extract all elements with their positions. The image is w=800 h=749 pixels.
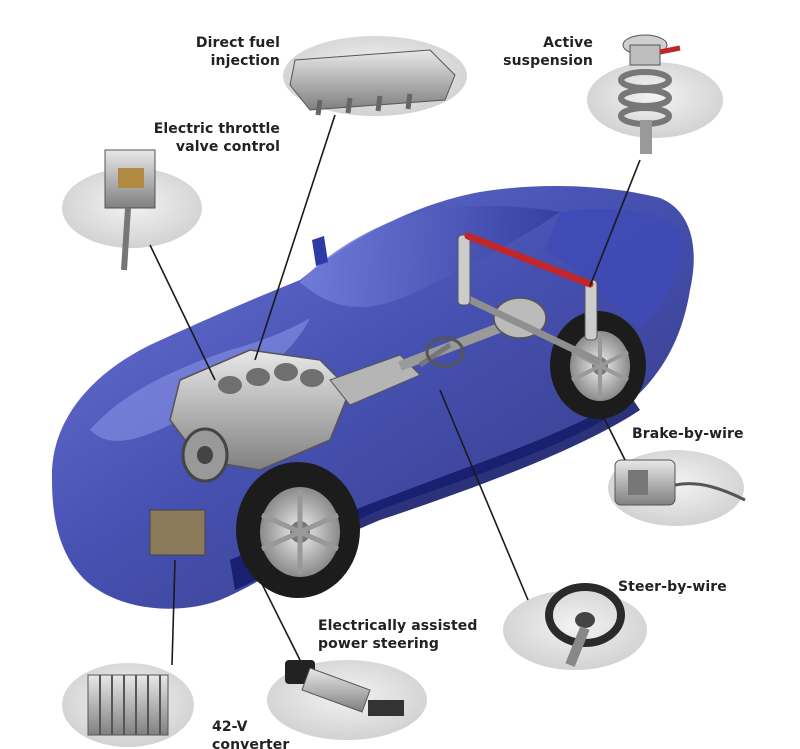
- line-active-suspension: [589, 159, 641, 287]
- line-converter: [171, 559, 176, 666]
- label-line: Direct fuel: [195, 35, 280, 51]
- converter-icon: [87, 674, 169, 736]
- label-line: injection: [210, 53, 280, 69]
- label-line: suspension: [503, 53, 593, 69]
- label-line: power steering: [318, 636, 439, 652]
- car-mirror: [312, 236, 328, 266]
- line-eps: [249, 559, 301, 661]
- coil-spring-icon: [618, 34, 681, 154]
- label-line: Electric throttle: [153, 121, 280, 137]
- label-steer-by-wire: Steer-by-wire: [618, 578, 758, 596]
- car-body: [51, 186, 694, 609]
- label-electric-throttle: Electric throttle valve control: [128, 120, 280, 156]
- brake-module-icon: [614, 459, 746, 506]
- label-direct-fuel-injection: Direct fuel injection: [168, 34, 280, 70]
- label-line: valve control: [175, 139, 280, 155]
- line-brake: [599, 409, 626, 461]
- label-line: converter: [212, 737, 290, 749]
- line-throttle: [149, 244, 216, 381]
- line-fuel-injection: [254, 114, 336, 361]
- label-electrically-assisted-power-steering: Electrically assisted power steering: [318, 617, 498, 653]
- callout-lines: [149, 114, 641, 666]
- car-windshield: [300, 206, 560, 307]
- active-suspension-bar: [464, 232, 594, 288]
- bubble-steer: [503, 590, 647, 670]
- drivetrain: [149, 232, 602, 556]
- steering-wheel-icon: [545, 583, 625, 667]
- line-steer: [439, 389, 529, 601]
- front-wheel: [236, 462, 360, 598]
- label-line: Brake-by-wire: [632, 426, 744, 442]
- throttle-valve-icon: [104, 149, 156, 271]
- eps-motor-icon: [285, 660, 404, 716]
- label-line: Steer-by-wire: [618, 579, 727, 595]
- rear-wheel: [550, 311, 646, 419]
- label-line: Electrically assisted: [318, 618, 478, 634]
- label-line: Active: [543, 35, 593, 51]
- fuel-injection-icon: [289, 49, 456, 116]
- label-active-suspension: Active suspension: [480, 34, 593, 70]
- label-brake-by-wire: Brake-by-wire: [632, 425, 772, 443]
- label-line: 42-V: [212, 719, 248, 735]
- car-rear-deck: [545, 209, 681, 330]
- label-42v-converter: 42-V converter: [212, 718, 302, 749]
- glare: [540, 649, 800, 749]
